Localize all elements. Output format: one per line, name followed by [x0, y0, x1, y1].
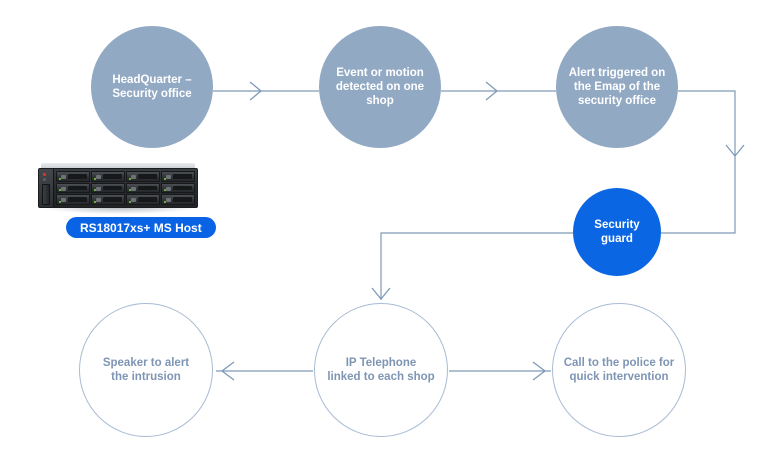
connector-telephone-to-speaker [216, 361, 313, 381]
node-alert-emap-label: Alert triggered on the Emap of the secur… [568, 66, 666, 107]
connector-alert-to-guard [661, 90, 745, 234]
connector-hq-to-event [213, 81, 319, 101]
drive-bay-grid [54, 169, 197, 207]
drive-bay [56, 171, 90, 182]
node-ip-telephone-label: IP Telephone linked to each shop [327, 356, 435, 383]
node-ip-telephone[interactable]: IP Telephone linked to each shop [314, 303, 448, 437]
connector-guard-to-telephone [371, 232, 573, 301]
node-security-guard[interactable]: Security guard [573, 188, 661, 276]
drive-bay [56, 182, 90, 194]
node-event-motion[interactable]: Event or motion detected on one shop [319, 26, 441, 148]
node-event-motion-label: Event or motion detected on one shop [335, 66, 425, 107]
drive-bay [91, 194, 125, 205]
node-headquarter-label: HeadQuarter – Security office [112, 73, 192, 100]
drive-bay [161, 182, 195, 194]
drive-bay [91, 182, 125, 194]
node-security-guard-label: Security guard [594, 218, 640, 245]
server-top-panel [41, 163, 195, 169]
drive-bay [126, 171, 160, 182]
server-front-ear [39, 169, 54, 207]
rackmount-server-icon [38, 163, 198, 214]
drive-bay [56, 194, 90, 205]
drive-bay [91, 171, 125, 182]
node-speaker-alert-label: Speaker to alert the intrusion [102, 356, 190, 383]
connector-telephone-to-police [449, 361, 551, 381]
server-handle [42, 184, 50, 205]
node-alert-emap[interactable]: Alert triggered on the Emap of the secur… [556, 26, 678, 148]
server-model-badge: RS18017xs+ MS Host [66, 217, 216, 238]
drive-bay [161, 171, 195, 182]
drive-bay [161, 194, 195, 205]
server-shadow [42, 207, 196, 214]
node-speaker-alert[interactable]: Speaker to alert the intrusion [79, 303, 213, 437]
node-headquarter[interactable]: HeadQuarter – Security office [91, 26, 213, 148]
node-call-police[interactable]: Call to the police for quick interventio… [552, 303, 686, 437]
server-chassis [38, 168, 198, 208]
power-led-icon [43, 173, 46, 176]
status-led-icon [43, 178, 46, 181]
connector-event-to-alert [441, 81, 556, 101]
drive-bay [126, 194, 160, 205]
drive-bay [126, 182, 160, 194]
server-model-badge-label: RS18017xs+ MS Host [80, 220, 202, 235]
node-call-police-label: Call to the police for quick interventio… [563, 356, 675, 383]
